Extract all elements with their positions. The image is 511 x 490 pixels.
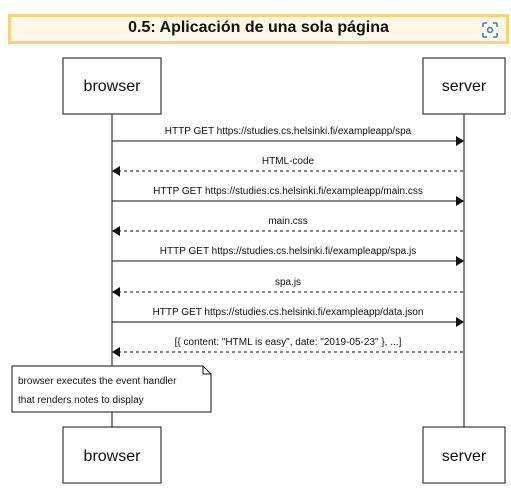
message-3: main.css: [112, 216, 464, 236]
actor-browser-bottom: browser: [62, 426, 162, 484]
actor-label: browser: [84, 448, 142, 465]
focus-target-icon[interactable]: [480, 20, 500, 40]
message-label: HTTP GET https://studies.cs.helsinki.fi/…: [153, 186, 423, 197]
actor-browser-top: browser: [62, 57, 162, 115]
message-5: spa.js: [112, 277, 464, 297]
message-7: [{ content: "HTML is easy", date: "2019-…: [112, 337, 464, 357]
actor-server-bottom: server: [422, 426, 506, 484]
title-bar: 0.5: Aplicación de una sola página: [8, 14, 509, 44]
note-line: that renders notes to display: [18, 395, 144, 406]
message-4: HTTP GET https://studies.cs.helsinki.fi/…: [112, 246, 464, 266]
actor-label: browser: [84, 78, 142, 95]
note-box: browser executes the event handler that …: [11, 365, 212, 413]
message-label: main.css: [268, 216, 307, 227]
diagram-title: 0.5: Aplicación de una sola página: [128, 19, 389, 36]
message-label: spa.js: [275, 277, 301, 288]
message-label: HTTP GET https://studies.cs.helsinki.fi/…: [165, 126, 412, 137]
actor-server-top: server: [422, 57, 506, 115]
message-0: HTTP GET https://studies.cs.helsinki.fi/…: [112, 126, 464, 146]
message-label: [{ content: "HTML is easy", date: "2019-…: [175, 337, 402, 348]
message-2: HTTP GET https://studies.cs.helsinki.fi/…: [112, 186, 464, 206]
message-label: HTTP GET https://studies.cs.helsinki.fi/…: [160, 246, 416, 257]
actor-label: server: [442, 78, 487, 95]
actor-label: server: [442, 448, 487, 465]
message-6: HTTP GET https://studies.cs.helsinki.fi/…: [112, 307, 464, 327]
message-label: HTTP GET https://studies.cs.helsinki.fi/…: [153, 307, 424, 318]
note-line: browser executes the event handler: [18, 376, 177, 387]
message-1: HTML-code: [112, 156, 464, 176]
message-label: HTML-code: [262, 156, 315, 167]
